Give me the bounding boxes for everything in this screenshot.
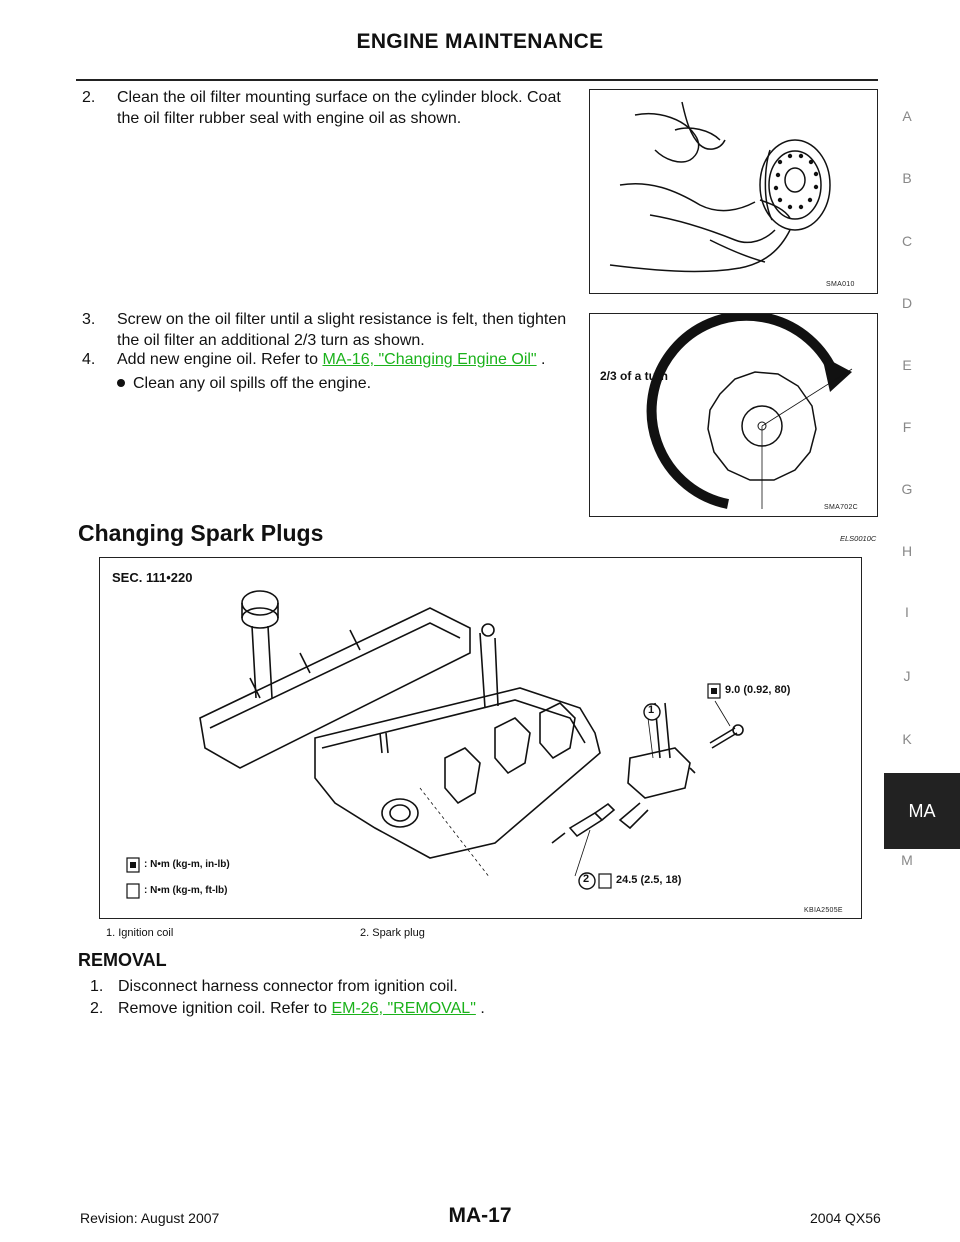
caption-ignition-coil: 1. Ignition coil <box>106 927 174 939</box>
removal-heading: REMOVAL <box>78 950 167 970</box>
figure-two-thirds-turn: 2/3 of a turn SMA702C <box>589 313 878 517</box>
step-number: 2. <box>90 1000 104 1017</box>
side-index-e[interactable]: E <box>902 357 912 373</box>
side-index-i[interactable]: I <box>905 604 909 620</box>
side-index-g[interactable]: G <box>901 481 913 497</box>
figure-code: SMA702C <box>824 504 859 511</box>
figure-ignition-coil-spark-plug: SEC. 111•220 1 2 9.0 (0.92, 80) 24.5 (2.… <box>99 557 862 919</box>
side-index-j[interactable]: J <box>903 668 911 684</box>
page-title: ENGINE MAINTENANCE <box>356 30 604 53</box>
side-index-ma-active[interactable]: MA <box>884 773 960 849</box>
two-thirds-turn-illustration <box>646 314 853 509</box>
step-3: 3. Screw on the oil filter until a sligh… <box>82 309 578 353</box>
figure-sec-label: SEC. 111•220 <box>112 570 193 585</box>
section-heading: Changing Spark Plugs <box>78 520 324 546</box>
turn-label: 2/3 of a turn <box>600 369 669 383</box>
step-text: Add new engine oil. Refer to MA-16, "Cha… <box>117 349 578 370</box>
footer-page-number: MA-17 <box>448 1204 512 1227</box>
step-4: 4. Add new engine oil. Refer to MA-16, "… <box>82 349 578 371</box>
link-em-26-removal[interactable]: EM-26, "REMOVAL" <box>331 1000 476 1017</box>
bullet-text: Clean any oil spills off the engine. <box>133 375 372 392</box>
step-number: 1. <box>90 978 104 995</box>
torque-value-bolt: 9.0 (0.92, 80) <box>725 684 791 696</box>
step-text-after: . <box>475 1000 485 1017</box>
torque-value-spark-plug: 24.5 (2.5, 18) <box>616 874 682 886</box>
side-index-b[interactable]: B <box>902 170 912 186</box>
step-number: 3. <box>82 311 96 328</box>
oil-filter-hands-illustration <box>609 101 831 273</box>
figure-code: SMA010 <box>826 281 855 288</box>
step-text: Clean the oil filter mounting surface on… <box>117 89 561 127</box>
footer-model: 2004 QX56 <box>810 1210 881 1226</box>
footer-revision: Revision: August 2007 <box>80 1210 220 1226</box>
side-index-h[interactable]: H <box>901 543 913 559</box>
figure-oil-filter-seal: SMA010 <box>589 89 878 294</box>
header-divider <box>76 79 878 81</box>
step-text-after: . <box>536 351 546 368</box>
bullet-icon <box>117 379 125 387</box>
side-index-d[interactable]: D <box>901 295 913 311</box>
caption-spark-plug: 2. Spark plug <box>360 927 425 939</box>
step-text-before: Remove ignition coil. Refer to <box>118 1000 332 1017</box>
step-number: 2. <box>82 89 96 106</box>
rocker-cover-illustration <box>126 590 744 899</box>
section-code: ELS0010C <box>840 534 877 543</box>
step-number: 4. <box>82 351 96 368</box>
link-changing-engine-oil[interactable]: MA-16, "Changing Engine Oil" <box>322 351 537 368</box>
side-index-f[interactable]: F <box>902 419 912 435</box>
legend-ft-lb: : N•m (kg-m, ft-lb) <box>144 885 228 896</box>
side-index-k[interactable]: K <box>902 731 912 747</box>
callout-2: 2 <box>583 873 590 885</box>
removal-step-1: 1. Disconnect harness connector from ign… <box>90 976 790 998</box>
step-text-before: Add new engine oil. Refer to <box>117 351 323 368</box>
removal-step-2: 2. Remove ignition coil. Refer to EM-26,… <box>90 998 790 1020</box>
step-text: Remove ignition coil. Refer to EM-26, "R… <box>118 998 790 1019</box>
step-text: Screw on the oil filter until a slight r… <box>117 311 567 349</box>
step-text: Disconnect harness connector from igniti… <box>118 978 458 995</box>
callout-1: 1 <box>648 704 655 716</box>
side-index-a[interactable]: A <box>902 108 912 124</box>
step-2: 2. Clean the oil filter mounting surface… <box>82 87 578 131</box>
figure-code: KBIA2505E <box>804 907 843 914</box>
side-index-m[interactable]: M <box>901 852 913 868</box>
side-index-c[interactable]: C <box>901 233 913 249</box>
bullet-item: Clean any oil spills off the engine. <box>82 373 578 395</box>
legend-in-lb: : N•m (kg-m, in-lb) <box>144 859 230 870</box>
